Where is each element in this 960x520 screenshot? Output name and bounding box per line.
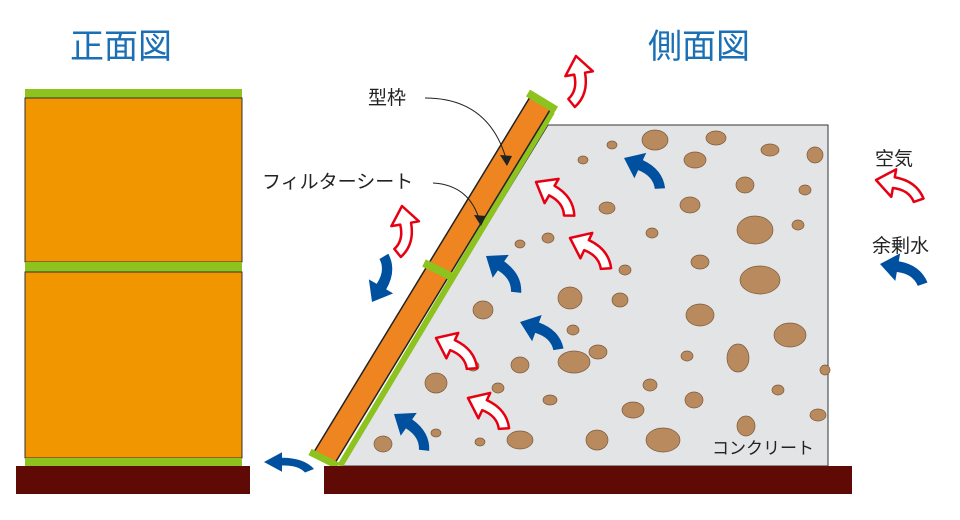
filter-sheet-middle [25, 262, 242, 272]
aggregate-stone [491, 382, 505, 394]
front-view [16, 89, 250, 494]
filter-sheet [337, 110, 555, 468]
aggregate-stone [736, 215, 774, 245]
aggregate-stone [430, 428, 442, 438]
aggregate-stone [566, 324, 580, 336]
aggregate-stone [791, 219, 805, 231]
aggregate-stone [585, 429, 609, 451]
aggregate-stone [642, 378, 658, 392]
aggregate-stone [705, 130, 727, 146]
aggregate-stone [611, 292, 629, 308]
aggregate-stone [806, 146, 824, 164]
side-view: 型枠 フィルターシート コンクリート [262, 87, 852, 494]
aggregate-stone [577, 155, 589, 165]
aggregate-stone [542, 394, 558, 406]
aggregate-stone [472, 300, 494, 320]
aggregate-stone [557, 286, 583, 310]
front-base [16, 466, 250, 494]
legend-air-label: 空気 [875, 148, 913, 170]
filter-sheet-bottom-cap [308, 448, 340, 470]
aggregate-stone [735, 176, 755, 194]
filter-sheet-top-cap [525, 89, 559, 114]
concrete-label: コンクリート [712, 439, 814, 459]
aggregate-stone [739, 265, 781, 295]
formwork-label: 型枠 [368, 87, 406, 109]
aggregate-stone [598, 201, 616, 215]
aggregate-stone [618, 264, 632, 276]
aggregate-stone [760, 143, 780, 157]
aggregate-stone [645, 227, 659, 239]
aggregate-stone [683, 151, 707, 169]
water-arrow-icon [264, 452, 314, 473]
aggregate-stone [685, 303, 715, 327]
side-view-title: 側面図 [648, 27, 750, 67]
filter-sheet-middle-cap [422, 259, 454, 281]
aggregate-stone [621, 401, 645, 419]
formwork-leader-arrowhead [500, 155, 512, 166]
aggregate-stone [726, 343, 750, 373]
aggregate-stone [641, 129, 669, 151]
aggregate-stone [474, 437, 486, 447]
aggregate-stone [373, 435, 393, 453]
aggregate-stone [514, 239, 526, 249]
aggregate-stone [510, 356, 530, 374]
aggregate-stone [771, 384, 785, 396]
aggregate-stone [541, 232, 555, 244]
aggregate-stone [680, 350, 694, 362]
filter-sheet-label: フィルターシート [262, 171, 413, 193]
aggregate-stone [773, 322, 807, 348]
formwork-panel-lower [24, 271, 243, 459]
air-arrow-icon [559, 52, 600, 110]
side-base [324, 466, 852, 494]
aggregate-stone [506, 430, 534, 450]
aggregate-stone [684, 391, 704, 409]
formwork-panel-upper [24, 97, 243, 263]
filter-leader-arrowhead [474, 215, 486, 226]
aggregate-stone [645, 427, 681, 453]
aggregate-stone [588, 344, 608, 360]
aggregate-stone [736, 415, 756, 437]
legend-excess-water-label: 余剰水 [872, 235, 929, 257]
formwork-leader-line [424, 97, 508, 163]
aggregate-stone [679, 196, 701, 214]
aggregate-stone [819, 364, 831, 376]
aggregate-stone [606, 140, 618, 150]
front-view-title: 正面図 [70, 27, 172, 67]
filter-sheet-bottom [25, 458, 242, 466]
aggregate-stone [424, 372, 448, 394]
air-arrow-icon [385, 202, 426, 260]
water-arrow-icon [359, 251, 410, 309]
aggregate-stone [690, 254, 710, 270]
filter-sheet-top [25, 89, 242, 98]
aggregate-stone [809, 408, 827, 422]
aggregate-group [373, 129, 831, 453]
aggregate-stone [557, 350, 591, 374]
air-legend-arrow-icon [872, 164, 929, 205]
aggregate-stone [798, 184, 812, 196]
